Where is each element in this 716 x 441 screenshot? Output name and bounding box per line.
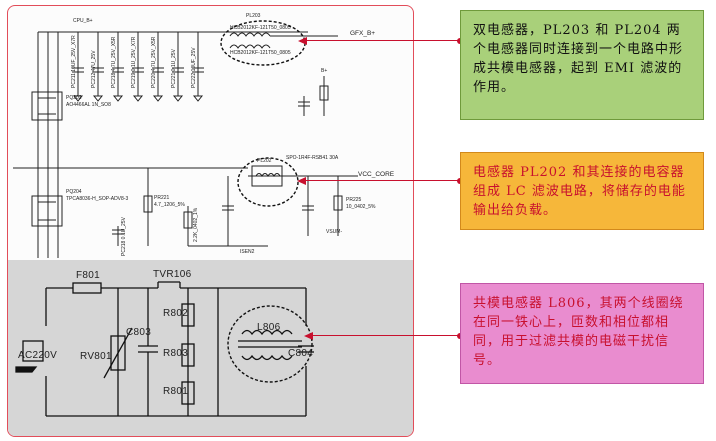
label-pc222: PC222 10UF_25V [191,47,197,88]
label-pr223: 2.2K_0402_1% [193,207,199,242]
callout-line-2 [306,180,460,181]
label-b-plus: B+ [321,68,328,74]
label-pr221: PR221 [154,195,170,201]
label-pc212: PC212 47U_25V [91,50,97,88]
note-common-mode-pair: 双电感器，PL203 和 PL204 两个电感器同时连接到一个电路中形成共模电感… [460,10,704,120]
label-l806: L806 [257,322,281,333]
label-cpu-b: CPU_B+ [73,18,93,24]
label-pr225-value: 10_0402_5% [346,204,376,210]
label-pl203-pn: HCB2012KF-121T50_0805 [230,25,291,31]
label-pl202-pn: SPO-1R4F-RSB41 30A [286,155,339,161]
label-pc221: PC221 0.1U_25V [171,49,177,88]
label-isen2: ISEN2 [240,249,255,255]
label-vsum: VSUM- [326,229,343,235]
label-pl204-pn: HCB2012KF-121T50_0805 [230,50,291,56]
callout-arrow-1-icon [298,37,307,45]
label-c803: C803 [126,327,152,338]
label-pr221-value: 4.7_1206_5% [154,202,185,208]
callout-line-3 [313,335,460,336]
note-lc-filter: 电感器 PL202 和其连接的电容器组成 LC 滤波电路，将储存的电能输出给负载… [460,152,704,230]
label-c804: C804 [288,348,314,359]
label-pc220: PC220 4.7U_25V_X5R [151,36,157,88]
label-pc219: PC219 0.1U_25V_X7R [131,36,137,88]
label-pq202: PQ202 [66,95,82,101]
label-pr225: PR225 [346,197,362,203]
label-tvr106: TVR106 [153,269,192,280]
label-ac220v: AC220V [18,350,58,361]
label-pl202: PL202 [257,158,272,164]
schematic-frame: CPU_B+ PL203 HCB2012KF-121T50_0805 HCB20… [7,5,414,437]
label-pc-low: PC218 0.1U_25V [121,217,127,256]
label-r801: R801 [163,386,189,397]
note-l806-choke: 共模电感器 L806，其两个线圈绕在同一铁心上，匝数和相位都相同，用于过滤共模的… [460,283,704,384]
power-input-section [8,260,413,436]
callout-line-1 [307,40,460,41]
label-r802: R802 [163,308,189,319]
schematic-drawing [13,20,358,417]
label-f801: F801 [76,270,100,281]
label-vcc-core: VCC_CORE [358,171,395,178]
label-gfx-b: GFX_B+ [350,30,376,37]
label-pq204-pn: TPCA8036-H_SOP-ADV8-3 [66,196,129,202]
label-pc218: PC218 4.7U_25V_X5R [111,36,117,88]
label-pc211: PC211 10UF_25V_X7R [71,35,77,88]
label-r803: R803 [163,348,189,359]
label-pq204: PQ204 [66,189,82,195]
label-pq202-pn: AO4466AL 1N_SO8 [66,102,111,108]
label-pl203: PL203 [246,13,261,19]
callout-arrow-2-icon [297,177,306,185]
label-rv801: RV801 [80,351,112,362]
callout-arrow-3-icon [304,332,313,340]
